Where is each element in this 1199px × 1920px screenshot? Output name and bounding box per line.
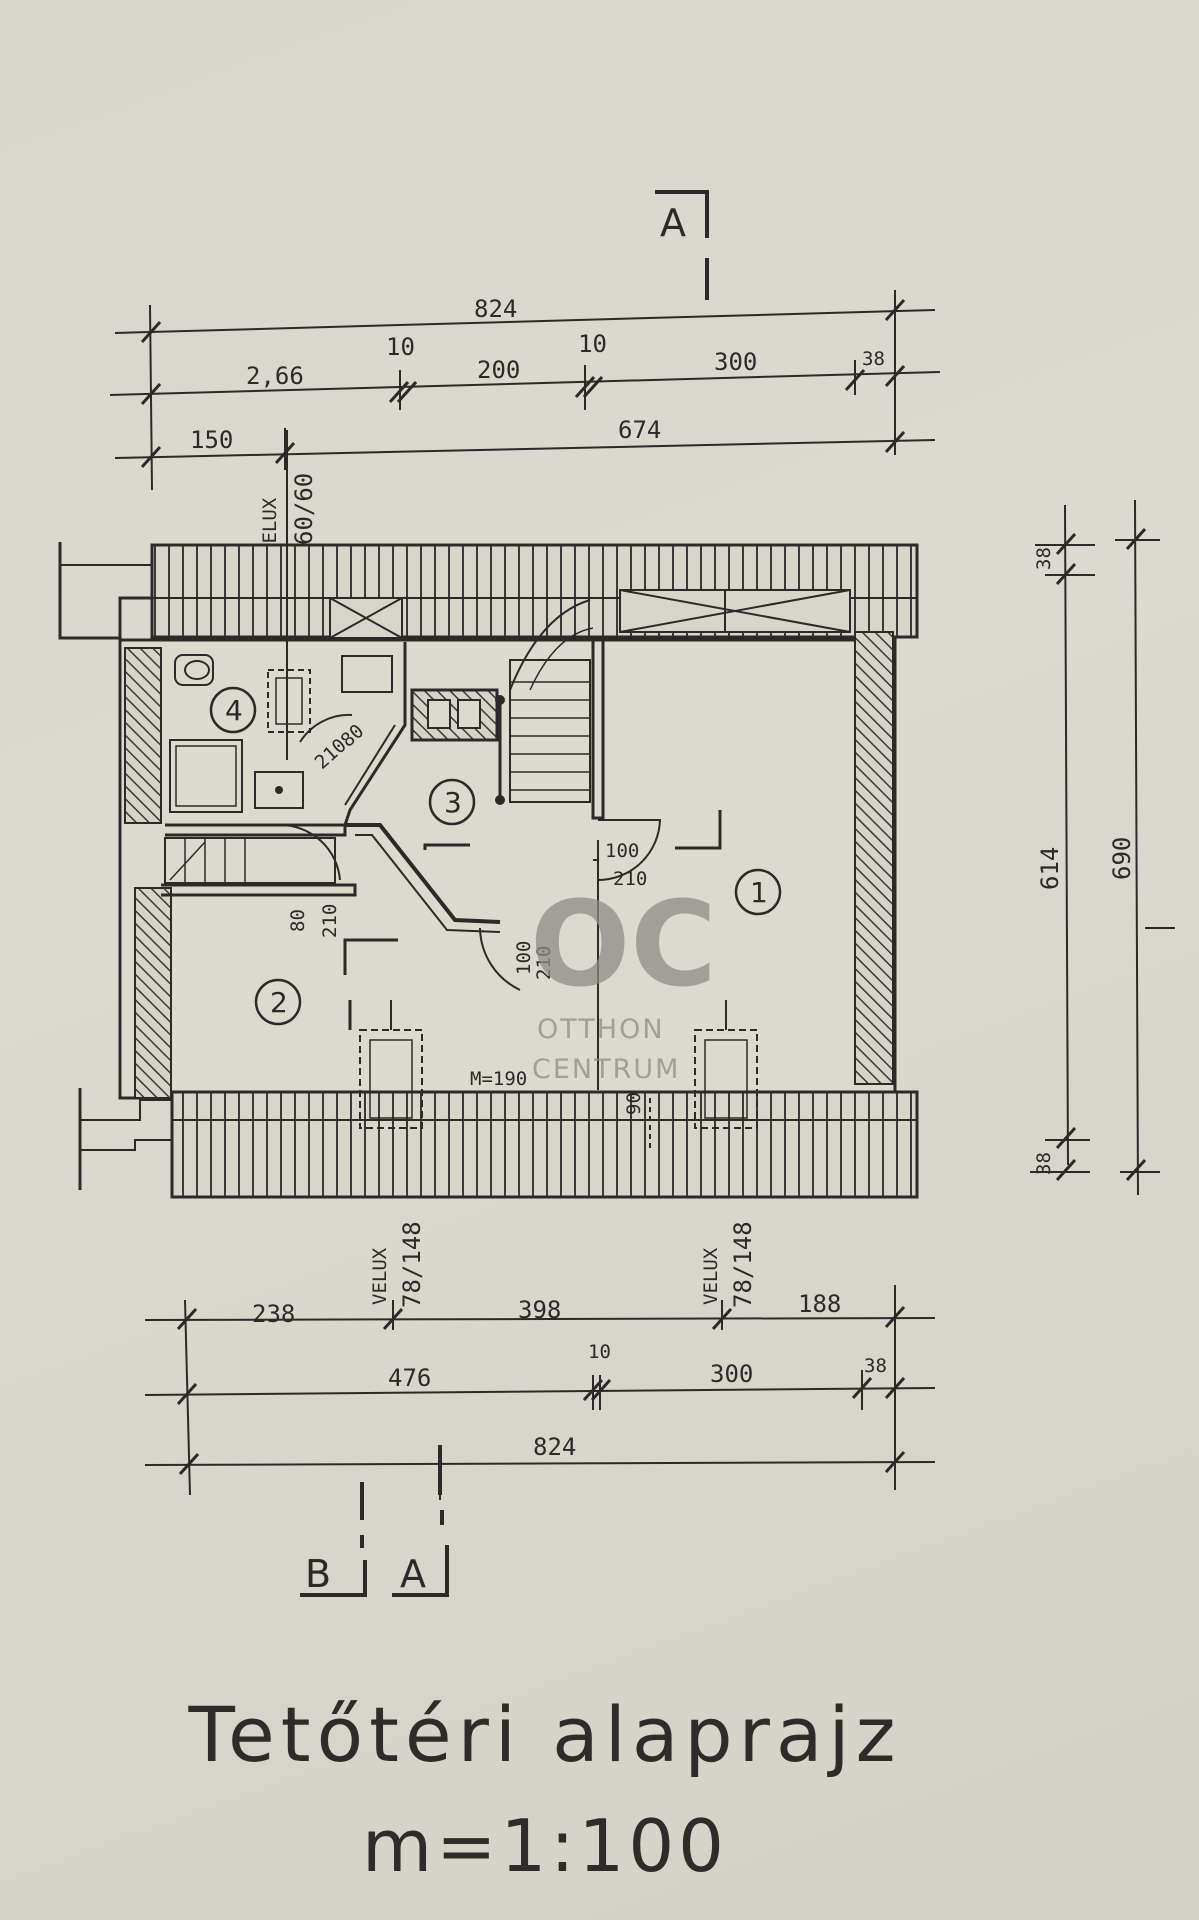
- room-4-label: 4: [225, 694, 243, 727]
- dim-bottom-238: 238: [252, 1300, 295, 1328]
- door-hall-width: 100: [513, 941, 535, 975]
- velux-bottom-labels: VELUX 78/148 VELUX 78/148: [369, 1221, 757, 1308]
- section-label-b: B: [305, 1552, 331, 1596]
- dim-top-150: 150: [190, 426, 233, 454]
- dim-top-266: 2,66: [246, 362, 304, 390]
- door-room1-height: 210: [613, 868, 647, 890]
- watermark-logo: OC: [530, 875, 717, 1013]
- dim-top-overall: 824: [474, 295, 517, 323]
- velux-top-text: VELUX: [259, 497, 281, 555]
- drawing-title: Tetőtéri alaprajz: [188, 1690, 902, 1779]
- dim-right-690: 690: [1108, 837, 1136, 880]
- velux-bottom-left-size: 78/148: [398, 1221, 426, 1308]
- dim-right-38-bottom: 38: [1033, 1152, 1055, 1175]
- dim-top-10b: 10: [578, 330, 607, 358]
- dim-bottom-188: 188: [798, 1290, 841, 1318]
- dim-bottom-300: 300: [710, 1360, 753, 1388]
- dim-bottom-398: 398: [518, 1296, 561, 1324]
- section-label-a-top: A: [660, 201, 686, 245]
- room-1-label: 1: [750, 876, 768, 909]
- velux-bottom-right-text: VELUX: [700, 1247, 722, 1305]
- watermark: OC OTTHON CENTRUM: [530, 875, 717, 1085]
- door-room1-width: 100: [605, 840, 639, 862]
- dim-bottom-overall: 824: [533, 1433, 576, 1461]
- dim-top-10a: 10: [386, 333, 415, 361]
- dim-bottom-38: 38: [864, 1355, 887, 1377]
- door-hall-height: 210: [533, 946, 555, 980]
- dim-bottom-476: 476: [388, 1364, 431, 1392]
- section-marks-bottom: [300, 1445, 449, 1597]
- room-2-label: 2: [270, 986, 288, 1019]
- section-label-a-bottom: A: [400, 1552, 426, 1596]
- velux-top-label: VELUX 60/60: [259, 473, 318, 555]
- dim-right-38-top: 38: [1033, 547, 1055, 570]
- top-dimensions: [109, 290, 941, 491]
- floor-plan: A 824 2,66 10 20: [58, 190, 1175, 1597]
- dim-top-38: 38: [862, 348, 885, 370]
- building-outline: [58, 430, 919, 1199]
- drawing-scale: m=1:100: [362, 1804, 728, 1888]
- dim-top-674: 674: [618, 416, 661, 444]
- dim-bottom-10: 10: [588, 1341, 611, 1363]
- small-dim-label: 90: [623, 1092, 645, 1115]
- section-mark-top: A: [655, 190, 709, 300]
- title-block: Tetőtéri alaprajz m=1:100: [0, 1690, 1090, 1896]
- velux-top-size: 60/60: [290, 473, 318, 545]
- watermark-line1: OTTHON: [537, 1014, 665, 1045]
- velux-bottom-right-size: 78/148: [729, 1221, 757, 1308]
- door-room2-width: 80: [287, 909, 309, 932]
- dim-right-614: 614: [1036, 847, 1064, 890]
- velux-bottom-left-text: VELUX: [369, 1247, 391, 1305]
- room-labels: 1 2 3 4: [209, 686, 782, 1026]
- dim-top-300: 300: [714, 348, 757, 376]
- knee-height-label: M=190: [470, 1068, 527, 1090]
- room-3-label: 3: [444, 786, 462, 819]
- door-room2-height: 210: [319, 904, 341, 938]
- right-dimensions: [1030, 499, 1175, 1196]
- dim-top-200: 200: [477, 356, 520, 384]
- watermark-line2: CENTRUM: [532, 1054, 680, 1085]
